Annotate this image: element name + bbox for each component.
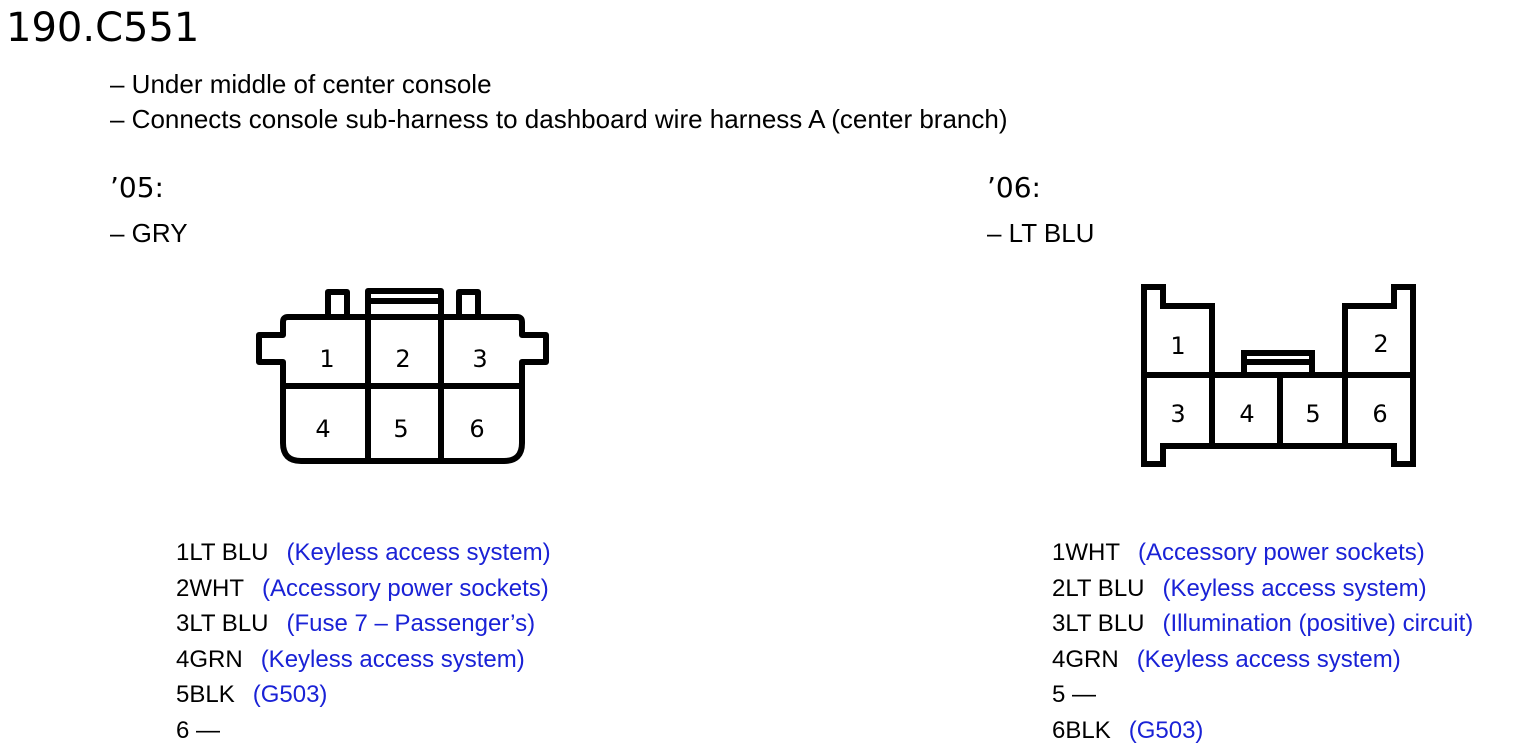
pin-label: 1	[319, 345, 334, 373]
pin-wire-color: 1WHT	[1052, 539, 1120, 566]
variant-06-year: ’06:	[987, 171, 1041, 204]
pin-wire-color: 3LT BLU	[176, 610, 269, 638]
pin-wire-color: 2WHT	[176, 574, 244, 602]
pin-wire-color: 4GRN	[1052, 645, 1119, 673]
variant-05-year: ’05:	[110, 171, 164, 204]
pin-row: 3LT BLU (Fuse 7 – Passenger’s)	[176, 606, 551, 642]
pin-circuit-link[interactable]: (Illumination (positive) circuit)	[1162, 610, 1474, 638]
page-title: 190.C551	[6, 5, 200, 51]
connector-06-diagram: 1 2 3 4 5 6	[1141, 284, 1416, 467]
pin-circuit-link[interactable]: (Accessory power sockets)	[1138, 539, 1425, 566]
pin-wire-color: 2LT BLU	[1052, 574, 1145, 602]
pin-label: 5	[393, 415, 408, 443]
pin-circuit-link[interactable]: (G503)	[252, 681, 328, 709]
pin-row: 1WHT (Accessory power sockets)	[1052, 535, 1473, 571]
location-line: – Under middle of center console	[110, 69, 492, 99]
pin-circuit-link[interactable]: (Keyless access system)	[1162, 574, 1427, 602]
pin-label: 5	[1305, 400, 1320, 428]
pin-label: 4	[315, 415, 330, 443]
pin-label: 2	[1373, 330, 1388, 358]
pin-wire-color: 5BLK	[176, 681, 235, 709]
variant-06-color: – LT BLU	[987, 218, 1095, 248]
pin-circuit-link[interactable]: (G503)	[1128, 716, 1204, 744]
pin-wire-color: 6 —	[176, 716, 221, 744]
pin-row: 6BLK (G503)	[1052, 713, 1473, 749]
pin-label: 6	[1372, 400, 1387, 428]
pin-label: 3	[472, 345, 487, 373]
connector-05-body	[256, 314, 549, 464]
pin-list-05: 1LT BLU (Keyless access system) 2WHT (Acce…	[176, 535, 551, 749]
connector-06-body	[1141, 284, 1416, 467]
latch-right	[456, 289, 481, 320]
pin-wire-color: 5 —	[1052, 681, 1097, 709]
pin-wire-color: 3LT BLU	[1052, 610, 1145, 638]
pin-row: 5 —	[1052, 677, 1473, 713]
pin-label: 4	[1239, 400, 1254, 428]
pin-row: 4GRN (Keyless access system)	[176, 642, 551, 678]
connector-description: – Under middle of center console – Conne…	[110, 67, 1008, 137]
pin-label: 3	[1170, 400, 1185, 428]
pin-circuit-link[interactable]: (Keyless access system)	[286, 539, 551, 566]
pin-row: 2LT BLU (Keyless access system)	[1052, 571, 1473, 607]
variant-05-color: – GRY	[110, 218, 188, 248]
pin-row: 6 —	[176, 713, 551, 749]
pin-row: 4GRN (Keyless access system)	[1052, 642, 1473, 678]
pin-label: 6	[469, 415, 484, 443]
pin-list-06: 1WHT (Accessory power sockets) 2LT BLU (Ke…	[1052, 535, 1473, 749]
pin-circuit-link[interactable]: (Keyless access system)	[260, 645, 525, 673]
latch-left	[325, 289, 350, 320]
pin-circuit-link[interactable]: (Accessory power sockets)	[262, 574, 549, 602]
connection-line: – Connects console sub-harness to dashbo…	[110, 104, 1008, 134]
pin-label: 1	[1170, 332, 1185, 360]
pin-label: 2	[395, 345, 410, 373]
pin-wire-color: 4GRN	[176, 645, 243, 673]
pin-circuit-link[interactable]: (Fuse 7 – Passenger’s)	[286, 610, 536, 638]
pin-circuit-link[interactable]: (Keyless access system)	[1136, 645, 1401, 673]
pin-row: 2WHT (Accessory power sockets)	[176, 571, 551, 607]
pin-row: 5BLK (G503)	[176, 677, 551, 713]
connector-05-diagram: 1 2 3 4 5 6	[256, 288, 549, 464]
pin-row: 1LT BLU (Keyless access system)	[176, 535, 551, 571]
pin-wire-color: 1LT BLU	[176, 539, 269, 566]
pin-wire-color: 6BLK	[1052, 716, 1111, 744]
pin-row: 3LT BLU (Illumination (positive) circuit)	[1052, 606, 1473, 642]
